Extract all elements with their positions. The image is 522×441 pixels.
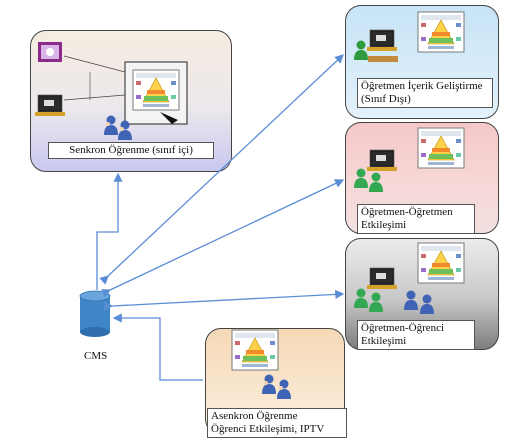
arrow-async-to-cms — [112, 313, 203, 381]
async-learning-caption: Asenkron Öğrenme Öğrenci Etkileşimi, IPT… — [207, 408, 347, 438]
content-panel-illustration — [354, 11, 465, 62]
arrow-cms-teacher-teacher — [101, 179, 345, 298]
teacher-teacher-caption: Öğretmen-Öğretmen Etkileşimi — [357, 204, 475, 234]
teacher-student-caption: Öğretmen-Öğrenci Etkileşimi — [357, 320, 475, 350]
sync-panel-illustration — [34, 42, 188, 140]
cms-database-icon — [79, 290, 111, 337]
connector-arrows — [96, 54, 345, 381]
sync-learning-caption: Senkron Öğrenme (sınıf içi) — [48, 142, 214, 159]
content-development-caption: Öğretmen İçerik Geliştirme (Sınıf Dışı) — [357, 78, 493, 108]
arrow-cms-teacher-student — [103, 289, 345, 311]
cms-label: CMS — [84, 350, 108, 362]
async-panel-illustration — [231, 329, 291, 399]
arrow-cms-to-sync — [96, 172, 123, 290]
teacher-student-illustration — [354, 242, 465, 314]
teacher-teacher-illustration — [354, 127, 465, 192]
